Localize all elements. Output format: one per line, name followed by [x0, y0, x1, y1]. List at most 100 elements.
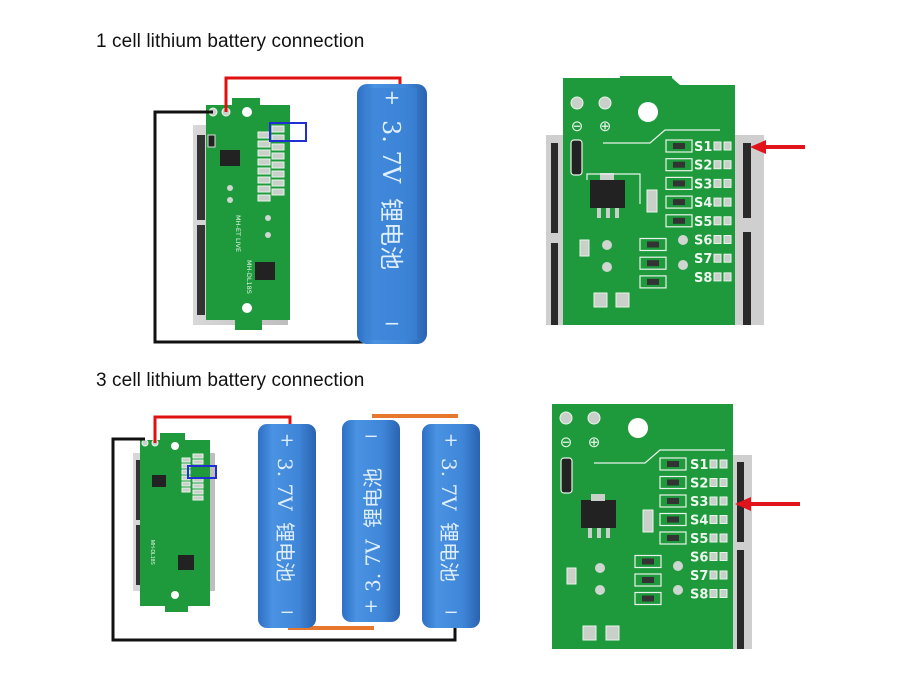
terminal-pad [709, 533, 718, 543]
capacitor [646, 189, 658, 213]
terminal-label-s1: S1 [690, 458, 708, 473]
section-title-1-cell: 1 cell lithium battery connection [96, 31, 365, 52]
resistor-body [667, 535, 679, 541]
via [678, 235, 688, 245]
terminal-pad [719, 552, 728, 561]
mount-hole [242, 107, 252, 117]
terminal-label-s6: S6 [690, 551, 708, 566]
terminal-label-s7: S7 [690, 569, 708, 584]
terminal-pad [709, 496, 718, 506]
terminal-pad [713, 178, 722, 188]
resistor-column [634, 554, 662, 606]
resistor-body [667, 516, 679, 523]
ic-chip [255, 262, 275, 280]
terminal-pad [723, 178, 732, 188]
resistor-body [642, 577, 654, 583]
terminal-pad [719, 496, 728, 506]
terminal-pad [713, 253, 722, 263]
via [227, 185, 233, 191]
mount-hole [242, 303, 252, 313]
negative-wire [153, 110, 405, 344]
terminal-label-s6: S6 [694, 234, 712, 249]
resistor-body [673, 143, 685, 149]
via [227, 197, 233, 203]
battery-plus: + [384, 85, 401, 109]
terminal-label-s8: S8 [694, 271, 712, 286]
resistor-body [673, 180, 685, 187]
terminal-pad [723, 253, 732, 263]
resistor-body [642, 595, 654, 602]
highlight-box-s1 [269, 122, 307, 142]
minus-symbol: ⊖ [560, 434, 573, 451]
battery-cjk: 锂电池 [437, 522, 461, 582]
resistor-column [659, 457, 687, 545]
plus-symbol: ⊕ [588, 434, 601, 451]
board-model-text: MH-DL18S [149, 540, 155, 565]
battery-minus: − [363, 426, 378, 447]
terminal-pad [709, 478, 718, 487]
terminal-pad [723, 160, 732, 170]
resistor-array [257, 125, 285, 202]
terminal-pad [713, 141, 722, 151]
resistor-body [642, 558, 654, 565]
pcb [206, 98, 290, 330]
terminal-pad [709, 459, 718, 469]
via [265, 232, 271, 238]
terminal-pad [709, 589, 718, 598]
resistor-body [673, 161, 685, 168]
terminal-label-s1: S1 [694, 140, 712, 155]
terminal-pad [723, 216, 732, 226]
resistor-body [647, 241, 659, 248]
section-title-3-cell: 3 cell lithium battery connection [96, 370, 365, 391]
battery-body [342, 420, 400, 622]
smd-diode [570, 139, 583, 176]
resistor-body [673, 217, 685, 224]
terminal-pad [723, 141, 732, 151]
battery-plus: + [443, 430, 458, 451]
terminal-label-s3: S3 [694, 177, 712, 192]
terminal-pad [719, 570, 728, 580]
battery-voltage: 3. 7V [377, 120, 405, 184]
terminal-pad [723, 197, 732, 207]
battery-cjk: 锂电池 [377, 198, 405, 270]
battery-voltage: 3. 7V [361, 539, 385, 592]
negative-pad [570, 96, 584, 110]
regulator-chip [590, 180, 625, 208]
terminal-pad [723, 272, 732, 282]
terminal-pad [709, 515, 718, 524]
arrow-to-s1 [750, 140, 805, 154]
arrow-to-s3 [735, 497, 800, 511]
minus-symbol: ⊖ [571, 118, 584, 135]
battery-plus: + [363, 596, 378, 617]
board-model-text: MH-ET LIVE [234, 215, 242, 252]
terminal-label-s2: S2 [690, 477, 708, 492]
terminal-label-s5: S5 [694, 215, 712, 230]
battery-body [422, 424, 480, 628]
terminal-pad [713, 235, 722, 244]
battery-plus: + [279, 430, 294, 451]
terminal-pad [719, 515, 728, 524]
terminal-pad [713, 197, 722, 207]
terminal-pad [709, 552, 718, 561]
resistor-body [673, 199, 685, 206]
terminal-pad [719, 589, 728, 598]
positive-wire [224, 76, 402, 112]
lcd-segment [197, 135, 205, 220]
terminal-label-s4: S4 [694, 196, 712, 211]
positive-wire [153, 415, 292, 443]
terminal-label-s5: S5 [690, 532, 708, 547]
resistor-body [667, 498, 679, 504]
battery-voltage: 3. 7V [273, 458, 297, 511]
mount-hole [638, 102, 658, 122]
battery-minus: − [279, 602, 294, 623]
battery-1cell: + 3. 7V 锂电池 − [357, 84, 427, 344]
highlight-box-s3 [187, 465, 217, 479]
plus-symbol: ⊕ [599, 118, 612, 135]
